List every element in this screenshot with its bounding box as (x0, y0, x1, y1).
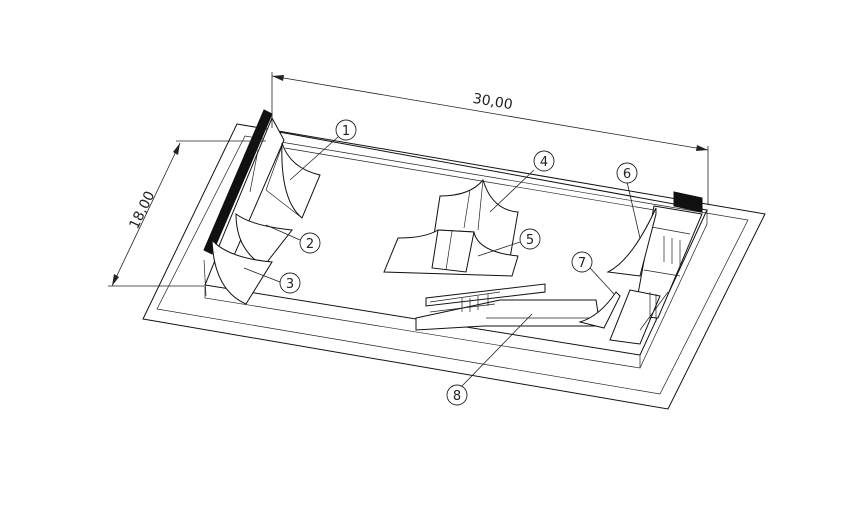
quarter-pipe-7 (578, 291, 621, 329)
balloon-3: 3 (279, 272, 301, 294)
svg-text:4: 4 (540, 155, 548, 170)
funbox-5 (383, 229, 519, 277)
balloon-2: 2 (299, 232, 321, 254)
quarter-pipe-6 (606, 207, 657, 277)
balloon-leaders (243, 136, 641, 387)
svg-text:5: 5 (526, 233, 534, 248)
svg-text:3: 3 (286, 277, 294, 292)
dimension-length-label: 30,00 (472, 91, 514, 113)
balloon-8: 8 (446, 384, 468, 406)
quarter-pipe-1 (265, 142, 321, 219)
svg-text:1: 1 (342, 124, 350, 139)
balloon-1: 1 (335, 119, 357, 141)
dimension-width-label: 18,00 (126, 189, 158, 232)
svg-text:7: 7 (578, 256, 586, 271)
svg-text:6: 6 (623, 167, 631, 182)
balloon-5: 5 (519, 228, 541, 250)
svg-text:2: 2 (306, 237, 314, 252)
quarter-pipe-3 (203, 238, 273, 305)
svg-text:8: 8 (453, 389, 461, 404)
balloon-4: 4 (533, 150, 555, 172)
park-floor (204, 129, 708, 369)
base-slab (142, 123, 766, 410)
balloon-7: 7 (571, 251, 593, 273)
grind-box-8 (415, 283, 601, 331)
dimension-length: 30,00 (271, 72, 709, 205)
balloon-6: 6 (616, 162, 638, 184)
